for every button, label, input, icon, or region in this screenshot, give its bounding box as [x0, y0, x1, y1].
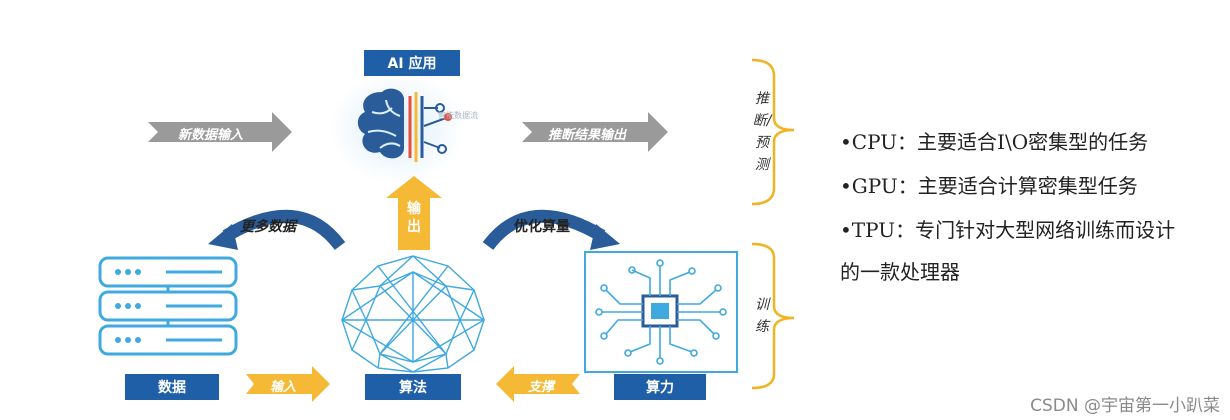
optimize-label: 优化算量: [514, 219, 570, 235]
diagram-graphics: [95, 58, 795, 402]
input-arrow-shape: [148, 112, 292, 152]
bullet-tpu-continued: 的一款处理器: [840, 260, 960, 284]
input-bottom-arrow-shape: [246, 366, 330, 402]
output-arrow-shape: [522, 112, 668, 152]
optimize-curve-arrow: [482, 209, 620, 251]
watermark: CSDN @宇宙第一小趴菜: [1030, 396, 1220, 416]
brace-bottom-label: 训练: [755, 297, 769, 335]
more-data-curve-arrow: [208, 209, 346, 251]
output-up-arrow-shape: [386, 176, 442, 250]
neural-network-sphere-icon: [332, 252, 494, 373]
brace-bottom: [751, 242, 795, 390]
input-bottom-label: 输入: [270, 380, 297, 395]
server-icon: [95, 254, 247, 370]
brace-top: [751, 58, 795, 206]
output-arrow-label: 推断结果输出: [548, 128, 627, 143]
brace-top-label: 推断/预测: [752, 91, 772, 173]
more-data-label: 更多数据: [240, 219, 296, 235]
algorithm-label: 算法: [365, 374, 461, 400]
bullet-cpu: •CPU：主要适合I\O密集型的任务: [840, 130, 1149, 154]
bullet-tpu: •TPU：专门针对大型网络训练而设计: [840, 218, 1176, 242]
bullet-gpu: •GPU：主要适合计算密集型任务: [840, 174, 1138, 198]
chip-icon: [584, 251, 738, 373]
icon-tiny-text: 智能数据流: [438, 111, 478, 120]
support-label: 支撑: [528, 380, 555, 395]
ai-brain-icon: [329, 72, 465, 184]
output-up-label: 输出: [407, 201, 421, 235]
input-arrow-label: 新数据输入: [178, 128, 244, 143]
data-label: 数据: [125, 374, 219, 400]
support-arrow-shape: [496, 366, 580, 402]
compute-label: 算力: [614, 374, 706, 400]
ai-app-label: AI 应用: [364, 50, 460, 76]
